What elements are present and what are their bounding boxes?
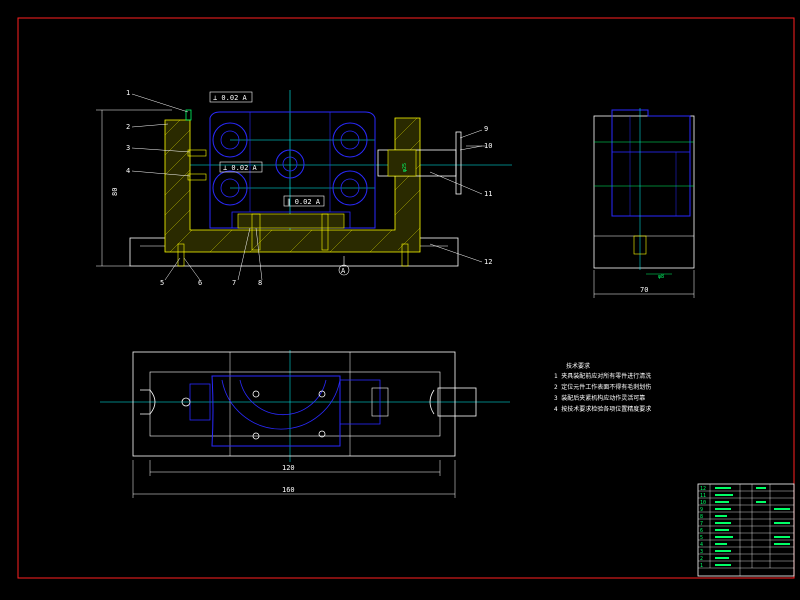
callout-12: 12	[484, 258, 492, 266]
datum-label: A	[341, 267, 346, 275]
dim-side-width: 70	[640, 286, 648, 294]
dim-side-small: φ8	[658, 274, 664, 280]
tolerance-frame-top: ⊥ 0.02 A	[213, 94, 248, 102]
callout-4: 4	[126, 167, 130, 175]
callout-11: 11	[484, 190, 492, 198]
tb-row-4: 9	[700, 507, 703, 513]
tolerance-frame-low: ∥ 0.02 A	[287, 198, 321, 206]
notes-line-3: 3 装配后夹紧机构应动作灵活可靠	[554, 394, 645, 402]
notes-line-2: 2 定位元件工作表面不得有毛刺划伤	[554, 383, 651, 391]
dim-top-outer: 160	[282, 486, 295, 494]
outer-frame	[17, 17, 795, 579]
tb-row-12: 1	[700, 563, 703, 569]
side-view: φ8 70	[593, 108, 695, 298]
tb-row-11: 2	[700, 556, 703, 562]
tb-row-6: 7	[700, 521, 703, 527]
tb-row-1: 12	[700, 486, 706, 492]
callout-8: 8	[258, 279, 262, 287]
dim-pin-diameter: φ25	[402, 163, 408, 172]
tb-row-3: 10	[700, 500, 706, 506]
dim-top-inner: 120	[282, 464, 295, 472]
callout-5: 5	[160, 279, 164, 287]
technical-notes: 技术要求 1 夹具装配前应对所有零件进行清洗 2 定位元件工作表面不得有毛刺划伤…	[554, 362, 651, 413]
tolerance-frame-mid: ⊥ 0.02 A	[223, 164, 258, 172]
tb-row-10: 3	[700, 549, 703, 555]
callout-6: 6	[198, 279, 202, 287]
callout-10: 10	[484, 142, 492, 150]
fixture-body	[164, 117, 421, 253]
tb-row-2: 11	[700, 493, 706, 499]
callout-7: 7	[232, 279, 236, 287]
notes-line-4: 4 按技术要求检验各项位置精度要求	[554, 405, 651, 413]
title-block: 12 11 10 9 8 7 6 5 4 3 2 1	[697, 483, 795, 577]
tb-row-8: 5	[700, 535, 703, 541]
front-view: 80 ⊥ 0.02 A ⊥ 0.02 A ∥ 0.02 A φ25 A	[96, 89, 512, 287]
workpiece	[209, 111, 376, 229]
notes-line-1: 1 夹具装配前应对所有零件进行清洗	[554, 372, 651, 380]
notes-title: 技术要求	[566, 362, 590, 370]
top-view: 120 160	[100, 350, 510, 498]
tb-row-5: 8	[700, 514, 703, 520]
callout-9: 9	[484, 125, 488, 133]
tb-row-7: 6	[700, 528, 703, 534]
tb-row-9: 4	[700, 542, 703, 548]
callout-2: 2	[126, 123, 130, 131]
callout-1: 1	[126, 89, 130, 97]
dim-height: 80	[111, 188, 119, 196]
callout-3: 3	[126, 144, 130, 152]
